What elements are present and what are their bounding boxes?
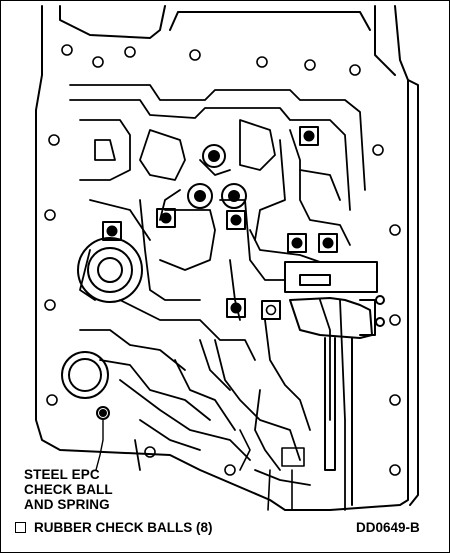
lower-bore xyxy=(61,351,109,399)
rubber-check-balls xyxy=(102,126,338,320)
rubber-check-ball-4 xyxy=(102,221,122,241)
steel-seats xyxy=(187,144,247,209)
solenoid-assembly xyxy=(284,261,385,506)
channel-network xyxy=(69,84,366,511)
callout-leader xyxy=(95,419,104,471)
rubber-check-ball-7 xyxy=(226,298,246,318)
steel-epc-callout: STEEL EPC CHECK BALL AND SPRING xyxy=(24,467,174,512)
callout-line-3: AND SPRING xyxy=(24,497,110,512)
rubber-check-ball-6 xyxy=(318,233,338,253)
legend-label: RUBBER CHECK BALLS (8) xyxy=(34,520,213,535)
rubber-check-ball-5 xyxy=(287,233,307,253)
lower-detail xyxy=(239,429,305,511)
rubber-check-ball-1 xyxy=(299,126,319,146)
rubber-check-ball-2 xyxy=(156,208,176,228)
figure-code: DD0649-B xyxy=(356,520,420,535)
regulator-bore xyxy=(77,237,143,303)
rubber-check-ball-3 xyxy=(226,210,246,230)
callout-line-2: CHECK BALL xyxy=(24,482,113,497)
callout-line-1: STEEL EPC xyxy=(24,467,100,482)
steel-epc-check-ball xyxy=(96,406,110,420)
bolt-holes xyxy=(44,44,401,476)
legend: RUBBER CHECK BALLS (8) xyxy=(15,520,213,535)
square-legend-icon xyxy=(15,522,26,533)
rubber-check-ball-8 xyxy=(261,300,281,320)
pan-outline xyxy=(35,5,419,511)
